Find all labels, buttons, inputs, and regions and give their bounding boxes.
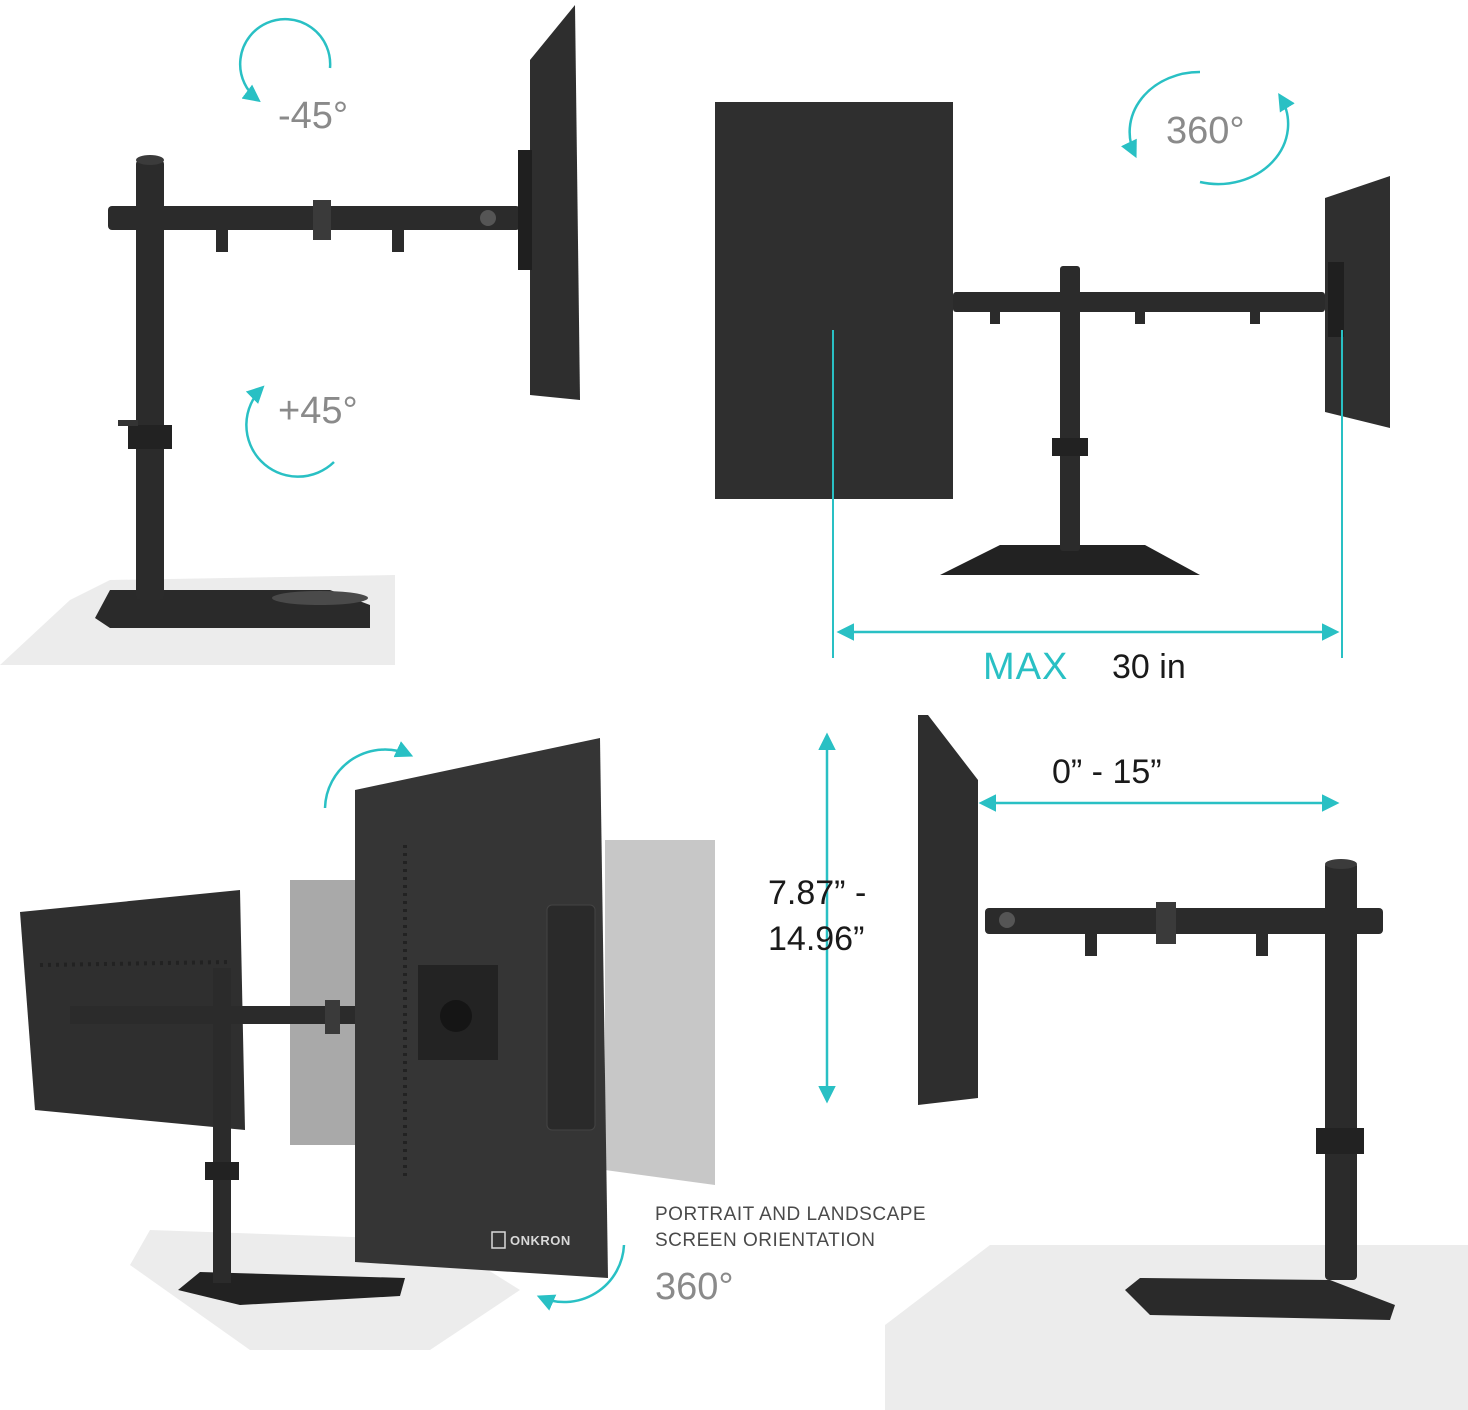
- extension-label: 0” - 15”: [1052, 753, 1162, 791]
- monitor: [530, 5, 580, 400]
- height-range-line2: 14.96”: [768, 920, 865, 958]
- ghost-monitor: [605, 840, 715, 1185]
- max-size-prefix: MAX: [983, 646, 1069, 688]
- brand-logo: ONKRON: [510, 1233, 571, 1248]
- rotation-caption-line2: SCREEN ORIENTATION: [655, 1230, 876, 1251]
- stand-base: [178, 1272, 405, 1305]
- stand-pole: [1060, 266, 1080, 551]
- height-view-panel: [818, 715, 1468, 1410]
- desk-surface: [885, 1245, 1468, 1410]
- rotation-label: 360°: [655, 1266, 734, 1308]
- mount-arm: [985, 908, 1383, 934]
- rotation-view-panel: [20, 738, 715, 1350]
- stand-pole: [136, 160, 164, 600]
- monitor: [918, 715, 978, 1105]
- tilt-up-label: -45°: [278, 95, 349, 137]
- rotation-caption-line1: PORTRAIT AND LANDSCAPE: [655, 1204, 927, 1225]
- height-range-line1: 7.87” -: [768, 874, 867, 912]
- swivel-label: 360°: [1166, 110, 1245, 152]
- tilt-down-label: +45°: [278, 390, 358, 432]
- max-size-value: 30 in: [1112, 648, 1186, 686]
- stand-base: [940, 545, 1200, 575]
- mount-arm: [953, 292, 1325, 312]
- stand-pole: [1325, 862, 1357, 1280]
- stand-base: [1125, 1278, 1395, 1320]
- tilt-view-panel: [0, 5, 580, 665]
- swivel-view-panel: [715, 70, 1390, 658]
- logo-icon: [491, 1231, 506, 1249]
- stand-pole: [213, 968, 231, 1283]
